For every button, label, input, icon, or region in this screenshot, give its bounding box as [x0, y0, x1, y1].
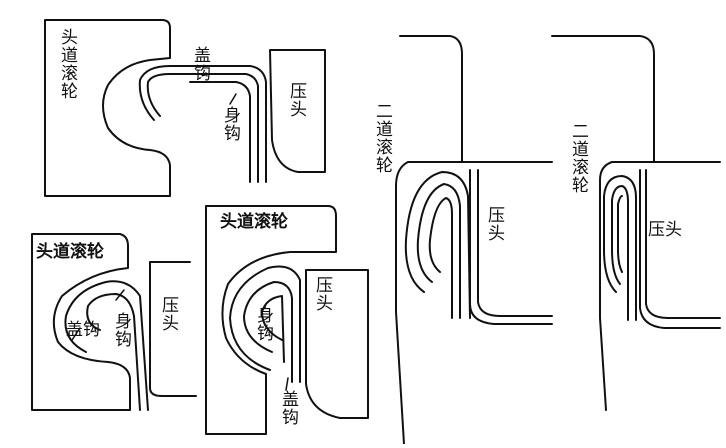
panel-d [395, 35, 553, 445]
panel-e-roller-outline [551, 35, 655, 411]
panel-a-cover-hook-label: 盖钩 [190, 46, 210, 82]
panel-a [44, 19, 326, 197]
panel-c-roller-label: 头道滚轮 [220, 212, 288, 232]
panel-c-roller-outline [205, 205, 337, 435]
panel-c-body-hook-label: 身钩 [253, 306, 273, 342]
leader-a-body-hook [229, 93, 237, 105]
panel-b-roller-outline [31, 233, 131, 411]
panel-e-chuck-label: 压头 [648, 220, 682, 240]
panel-a-roller-label: 头道滚轮 [57, 28, 77, 100]
panel-e-seam-inner [611, 185, 629, 321]
panel-d-chuck-label: 压头 [484, 206, 504, 242]
panel-d-chuck-outline [469, 169, 553, 325]
panel-c-body-curl [243, 281, 293, 383]
panel-c-cover-hook-label: 盖钩 [278, 390, 298, 426]
panel-d-seam-core [428, 197, 453, 319]
panel-a-chuck-label: 压头 [286, 82, 306, 118]
panel-e-roller-label: 二道滚轮 [568, 122, 588, 194]
panel-d-seam-outer [404, 171, 471, 319]
panel-b-cover-curl [64, 280, 149, 411]
leader-b-body-hook [115, 289, 125, 301]
panel-a-cover-curl-inner [146, 73, 259, 183]
panel-c-chuck-outline [305, 269, 369, 419]
panel-b-body-hook-label: 身钩 [111, 312, 131, 348]
panel-e-seam-outer [603, 175, 637, 321]
panel-d-seam-inner [416, 183, 461, 319]
panel-d-roller-outline [395, 35, 463, 445]
panel-e-body-line [645, 169, 721, 319]
panel-a-cover-curl [138, 65, 267, 183]
panel-e-chuck-outline [639, 169, 721, 329]
panel-b-roller-label: 头道滚轮 [36, 242, 104, 262]
panel-a-chuck-outline [269, 49, 326, 173]
panel-c-inner-hook [261, 295, 285, 363]
panel-a-roller-outline [44, 19, 171, 197]
panel-e-seam-core [617, 195, 623, 273]
panel-a-body-flange [189, 81, 251, 183]
leader-b-cover-hook [71, 327, 81, 341]
panel-d-roller-label: 二道滚轮 [372, 102, 392, 174]
panel-c [205, 205, 369, 435]
panel-b-body-curl [86, 293, 141, 411]
panel-e [551, 35, 721, 411]
panel-b-chuck-outline [149, 261, 197, 397]
panel-c-chuck-label: 压头 [312, 276, 332, 312]
panel-b-chuck-label: 压头 [158, 296, 178, 332]
panel-b [31, 233, 197, 411]
leader-c-cover-hook [285, 377, 289, 391]
panel-c-cover-curl [229, 265, 301, 383]
panel-a-body-hook-label: 身钩 [220, 106, 240, 142]
panel-d-body-line [477, 169, 553, 317]
panel-b-cover-hook-label: 盖钩 [66, 320, 100, 340]
